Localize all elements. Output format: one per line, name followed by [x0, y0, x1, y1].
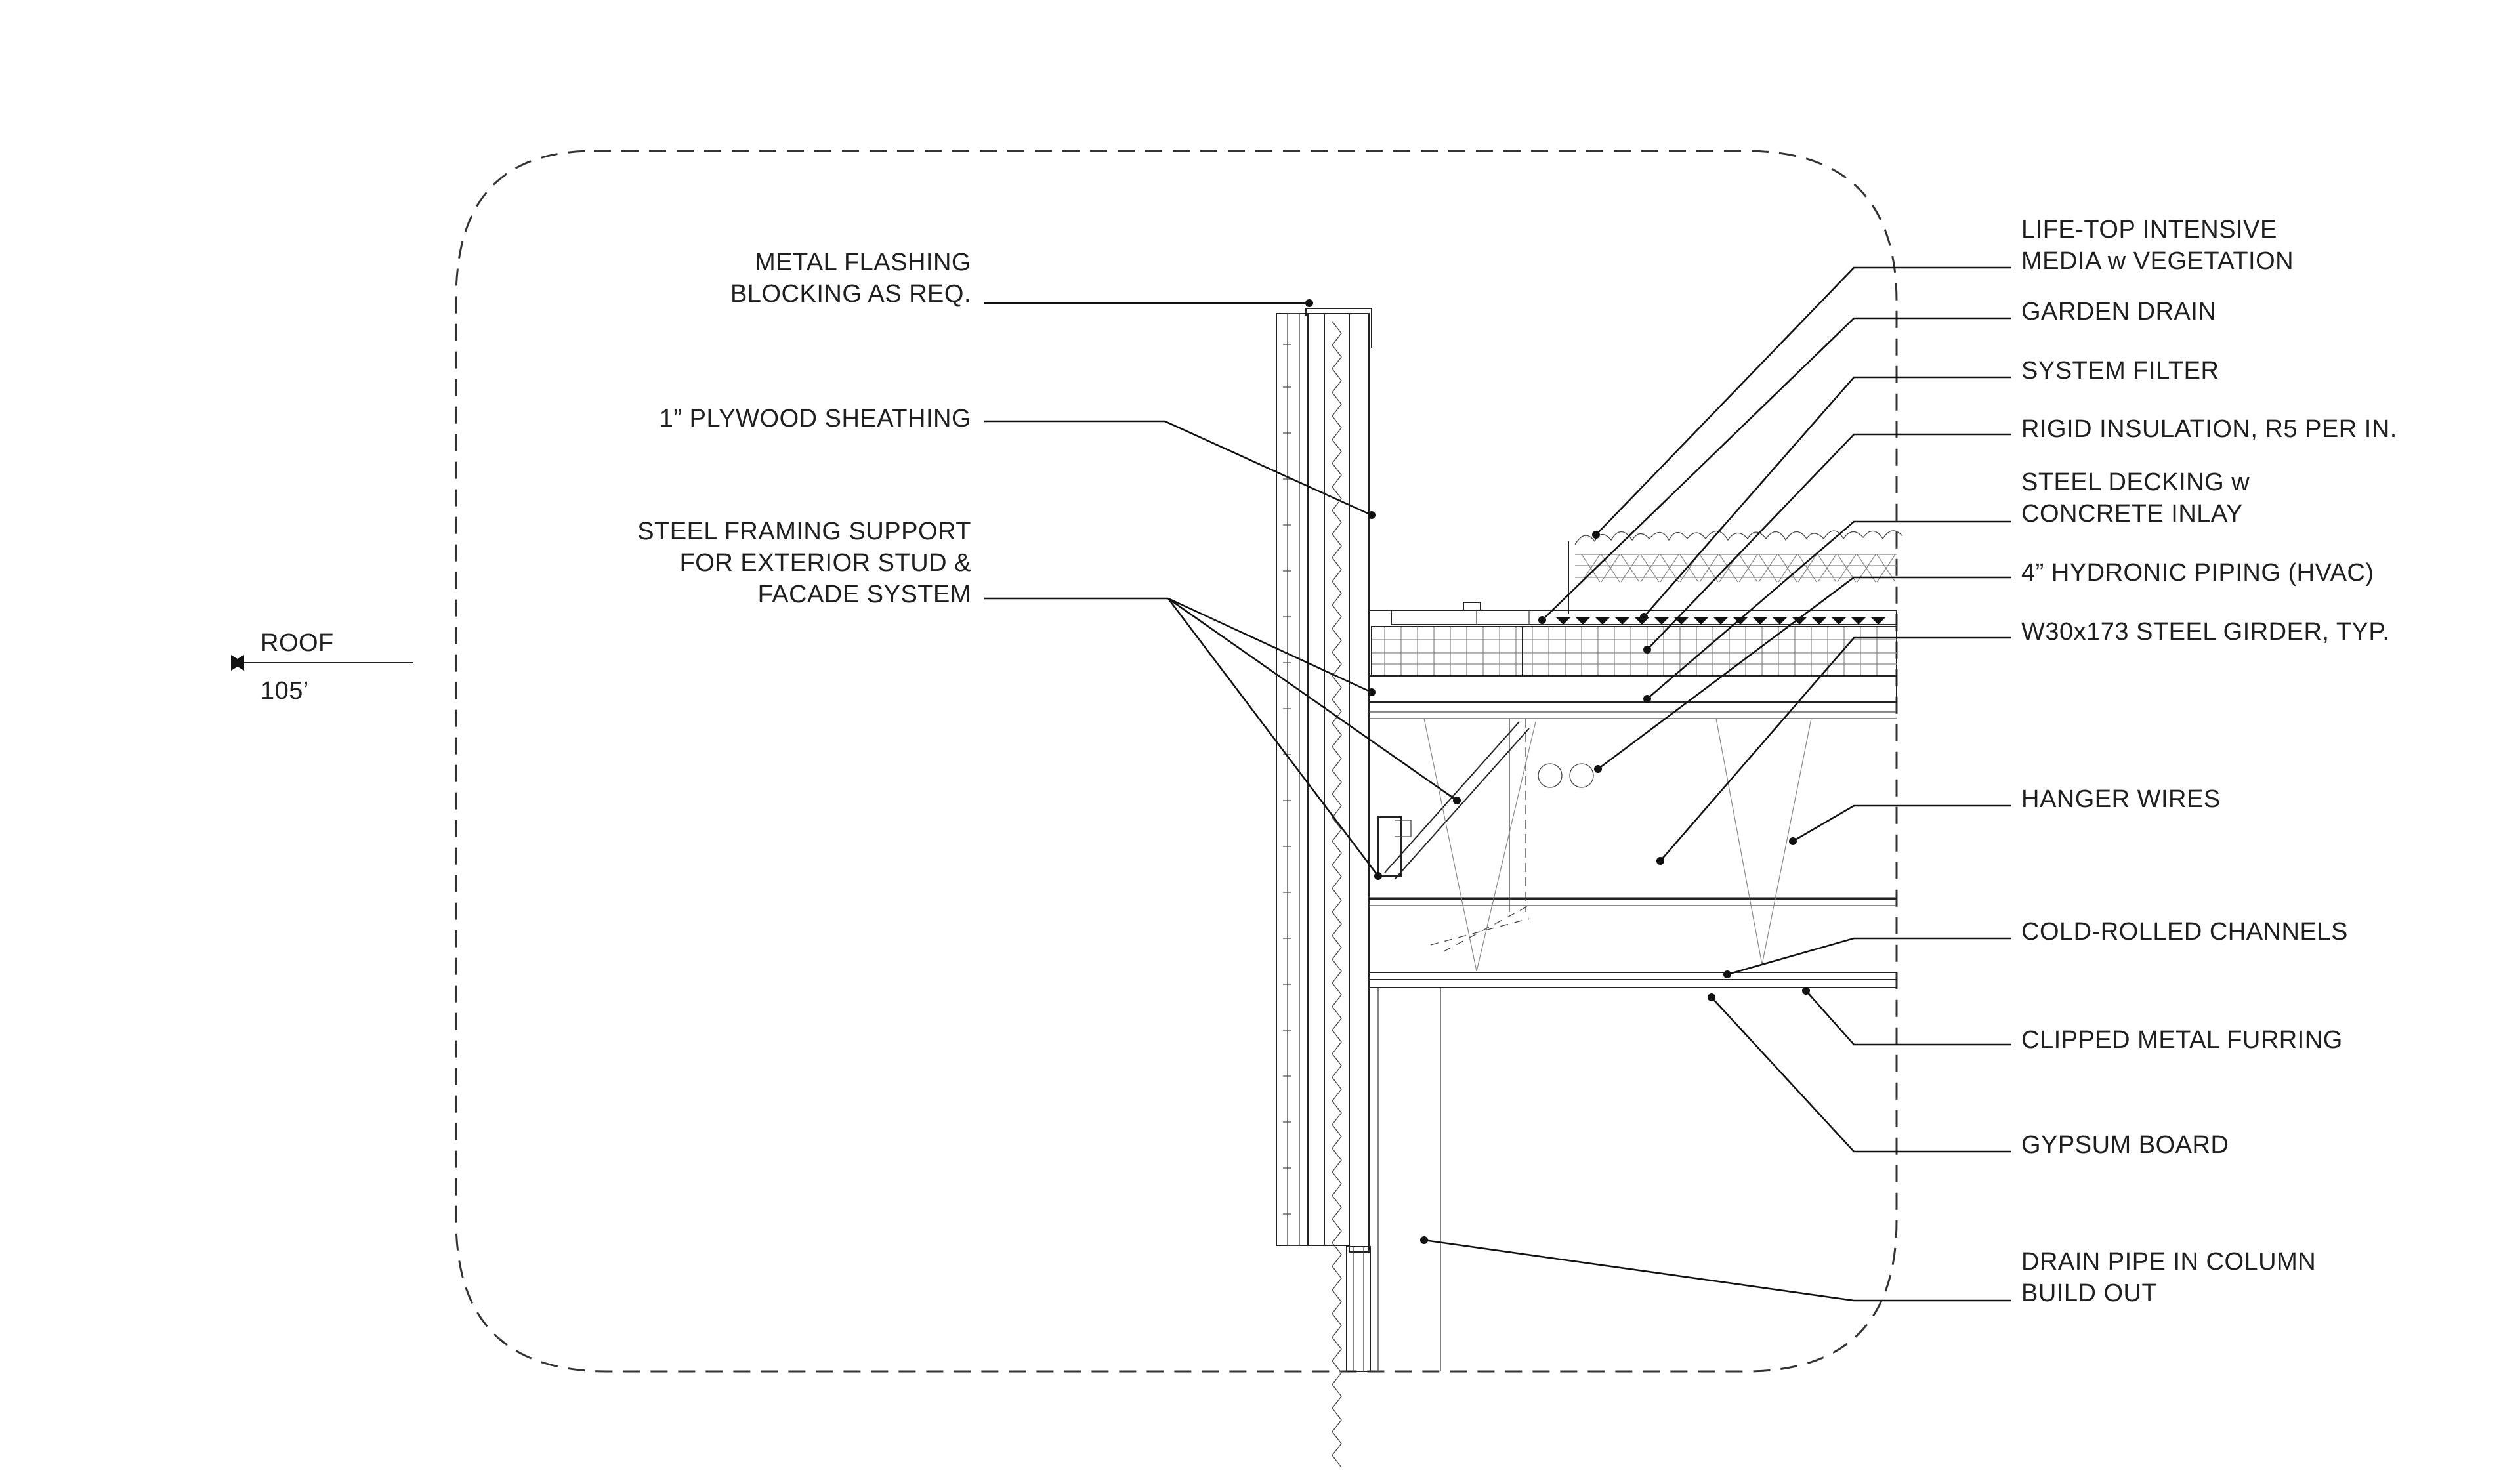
detail-boundary: [455, 150, 1898, 1373]
label-girder: W30x173 STEEL GIRDER, TYP.: [2021, 618, 2389, 646]
metal-flashing-cap: [1305, 308, 1372, 348]
roof-level-marker: ROOF 105’: [231, 629, 413, 705]
exterior-wall: [1276, 308, 1372, 1468]
level-name: ROOF: [261, 629, 334, 657]
vegetation-media: [1568, 530, 1903, 614]
hydronic-piping: [1538, 763, 1594, 788]
label-hanger-wires: HANGER WIRES: [2021, 785, 2221, 813]
label-steel-framing-1: STEEL FRAMING SUPPORT: [637, 518, 971, 545]
hanger-wires: [1423, 718, 1812, 972]
label-cold-rolled: COLD-ROLLED CHANNELS: [2021, 918, 2348, 946]
label-drain-pipe-2: BUILD OUT: [2021, 1280, 2157, 1307]
label-drain-pipe-1: DRAIN PIPE IN COLUMN: [2021, 1248, 2316, 1276]
right-callouts: LIFE-TOP INTENSIVE MEDIA w VEGETATION GA…: [1420, 216, 2397, 1307]
label-steel-framing-3: FACADE SYSTEM: [758, 581, 971, 608]
label-plywood: 1” PLYWOOD SHEATHING: [660, 405, 971, 432]
steel-girder: [1368, 719, 1897, 912]
roof-assembly: [1368, 394, 1903, 1371]
facade-clips: [1283, 344, 1291, 1215]
label-life-top-2: MEDIA w VEGETATION: [2021, 247, 2294, 275]
steel-deck: [1368, 675, 1897, 719]
rigid-insulation-layer: [1371, 626, 1897, 677]
wall-insulation: [1332, 321, 1342, 1468]
level-elevation: 105’: [261, 677, 309, 705]
label-system-filter: SYSTEM FILTER: [2021, 357, 2219, 385]
label-steel-decking-2: CONCRETE INLAY: [2021, 500, 2243, 528]
label-clipped-furring: CLIPPED METAL FURRING: [2021, 1026, 2343, 1054]
label-metal-flashing-2: BLOCKING AS REQ.: [730, 280, 971, 308]
label-steel-framing-2: FOR EXTERIOR STUD &: [680, 549, 971, 577]
drain-filter-layer: [1391, 602, 1897, 625]
label-gypsum: GYPSUM BOARD: [2021, 1131, 2229, 1159]
label-rigid-insulation: RIGID INSULATION, R5 PER IN.: [2021, 415, 2397, 443]
label-steel-decking-1: STEEL DECKING w: [2021, 469, 2250, 496]
left-callouts: METAL FLASHING BLOCKING AS REQ. 1” PLYWO…: [637, 249, 1461, 880]
ceiling-assembly: [1369, 905, 1897, 1371]
label-life-top-1: LIFE-TOP INTENSIVE: [2021, 216, 2277, 243]
label-hydronic: 4” HYDRONIC PIPING (HVAC): [2021, 559, 2374, 587]
label-garden-drain: GARDEN DRAIN: [2021, 298, 2216, 325]
label-metal-flashing-1: METAL FLASHING: [755, 249, 971, 276]
